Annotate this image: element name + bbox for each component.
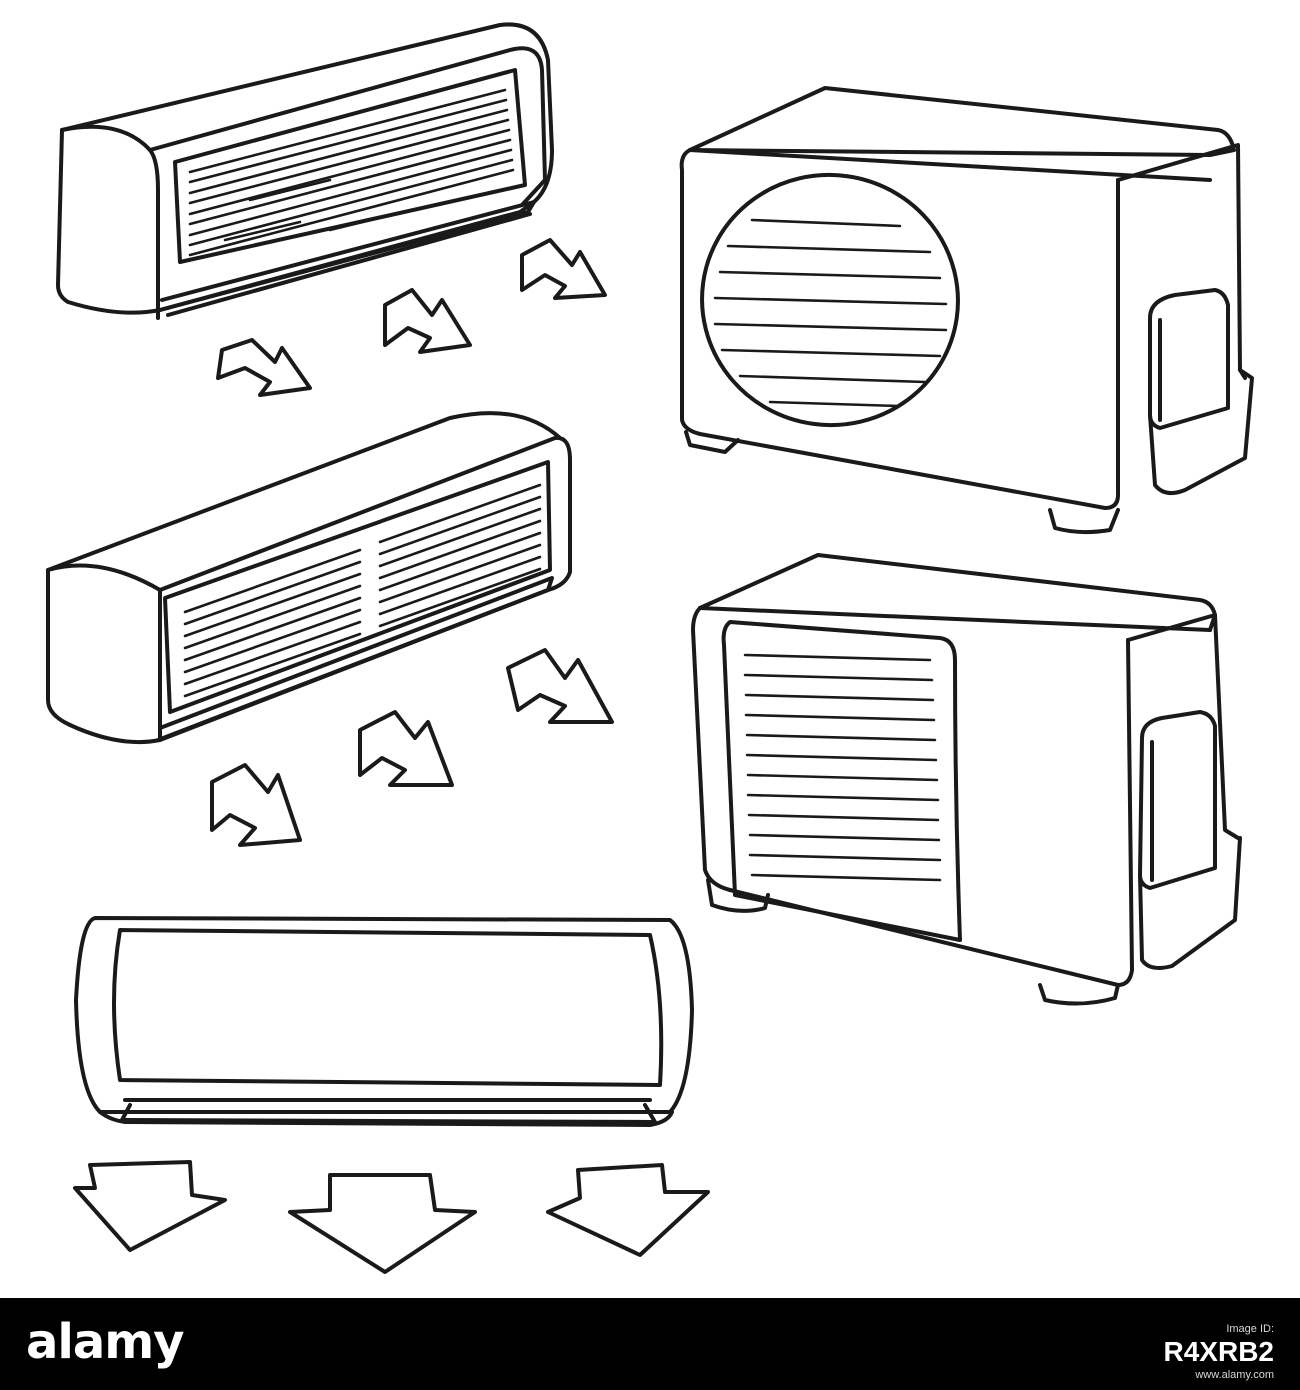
outdoor-unit-round-fan [679, 86, 1254, 535]
wall-split-unit-2 [46, 411, 572, 745]
outdoor-unit-square-grille [691, 553, 1242, 1006]
wall-split-unit-1 [56, 22, 554, 320]
arrow-down-right-icon [358, 710, 454, 787]
airflow-arrows-unit-3 [73, 1160, 710, 1274]
airflow-arrows-unit-2 [210, 648, 614, 847]
brand-logo: alamy [26, 1314, 185, 1370]
airflow-arrows-unit-1 [216, 238, 607, 397]
image-id-value: R4XRB2 [1163, 1336, 1274, 1367]
image-id-box: Image ID: R4XRB2 www.alamy.com [1164, 1322, 1274, 1382]
arrow-down-icon [73, 1160, 227, 1252]
watermark-footer: alamy Image ID: R4XRB2 www.alamy.com [0, 1298, 1300, 1390]
arrow-down-icon [546, 1163, 710, 1257]
site-url: www.alamy.com [1195, 1369, 1274, 1381]
arrow-down-right-icon [383, 288, 472, 354]
arrow-down-right-icon [520, 238, 607, 300]
arrow-down-right-icon [216, 338, 312, 397]
wall-split-unit-3 [74, 916, 694, 1127]
arrow-down-right-icon [210, 763, 302, 847]
illustration-canvas [46, 22, 1254, 1274]
image-id-label: Image ID: [1226, 1323, 1274, 1335]
arrow-down-icon [288, 1173, 477, 1274]
arrow-down-right-icon [506, 648, 614, 724]
